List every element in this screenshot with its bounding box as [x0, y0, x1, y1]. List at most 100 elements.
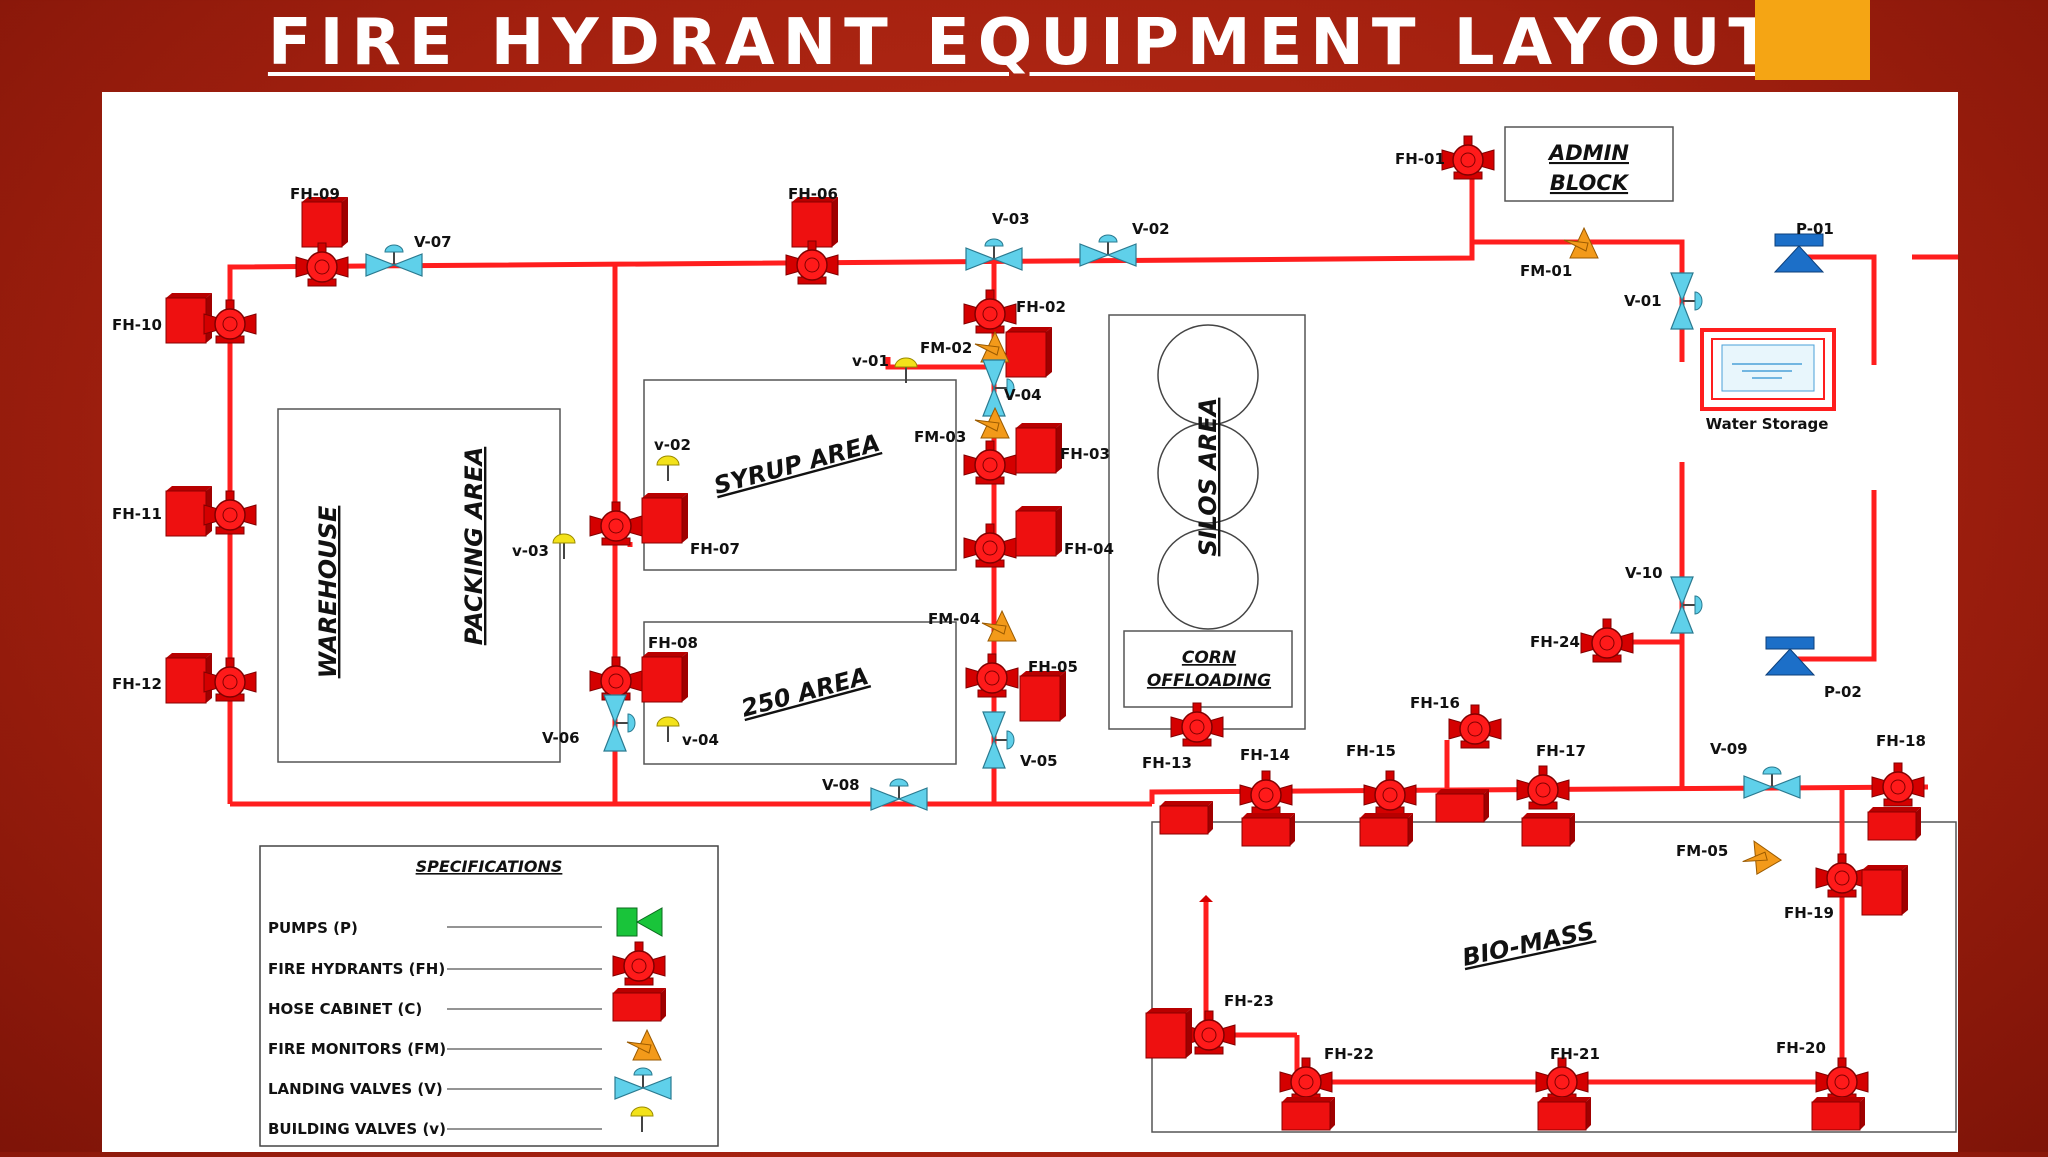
hydrant-fh05 — [965, 653, 1019, 698]
building-valve-v03 — [552, 533, 576, 560]
hydrant-fh04 — [963, 523, 1017, 568]
landing-valve-v09 — [1743, 766, 1801, 799]
landing-valve-v06 — [603, 694, 636, 752]
corn-offloading-label-2: OFFLOADING — [1147, 671, 1271, 691]
biomass-pipe-end — [1199, 895, 1213, 902]
label-v01: V-01 — [1624, 292, 1662, 310]
hose-cabinet-fh19 — [1861, 864, 1909, 916]
label-fh18: FH-18 — [1876, 732, 1926, 750]
label-fh02: FH-02 — [1016, 298, 1066, 316]
hydrant-fh20 — [1815, 1057, 1869, 1102]
label-v08: V-08 — [822, 776, 860, 794]
label-bv04: v-04 — [682, 731, 719, 749]
hose-cabinet-fh09 — [301, 196, 349, 248]
label-v05: V-05 — [1020, 752, 1058, 770]
equipment-labels: FH-01 FH-02 FH-03 FH-04 FH-05 FH-06 FH-0… — [112, 150, 1926, 1063]
label-v02: V-02 — [1132, 220, 1170, 238]
warehouse-label: WAREHOUSE — [314, 505, 342, 678]
label-fh13: FH-13 — [1142, 754, 1192, 772]
label-fh06: FH-06 — [788, 185, 838, 203]
hose-cabinet-fh05 — [1019, 670, 1067, 722]
label-fh15: FH-15 — [1346, 742, 1396, 760]
hydrant-fh03 — [963, 440, 1017, 485]
hose-cabinet-fh18 — [1867, 806, 1922, 841]
hose-cabinet-fh16 — [1435, 788, 1490, 823]
fire-monitor-fm04 — [981, 610, 1017, 642]
corn-offloading-outline — [1123, 630, 1293, 708]
spec-building-valves-label: BUILDING VALVES (v) — [268, 1120, 446, 1138]
fire-monitor-fm05 — [1736, 833, 1782, 878]
label-fh01: FH-01 — [1395, 150, 1445, 168]
diagram-panel: WAREHOUSE PACKING AREA SYRUP AREA 250 AR… — [102, 92, 1962, 1152]
spec-monitors-label: FIRE MONITORS (FM) — [268, 1040, 446, 1058]
corn-offloading-label-1: CORN — [1182, 648, 1236, 668]
specifications-legend: SPECIFICATIONS PUMPS (P) FIRE HYDRANTS (… — [259, 845, 719, 1147]
label-fm04: FM-04 — [928, 610, 980, 628]
hose-cabinet-fh22 — [1281, 1096, 1336, 1131]
label-fh03: FH-03 — [1060, 445, 1110, 463]
hose-cabinet-fh20 — [1811, 1096, 1866, 1131]
label-v03: V-03 — [992, 210, 1030, 228]
label-fm02: FM-02 — [920, 339, 972, 357]
hose-cabinet-fh21 — [1537, 1096, 1592, 1131]
syrup-area-label: SYRUP AREA — [711, 429, 883, 500]
syrup-area-outline — [643, 379, 957, 571]
label-v06: V-06 — [542, 729, 580, 747]
warehouse-outline — [277, 408, 561, 763]
corner-accent — [1755, 0, 1870, 80]
label-v04: V-04 — [1004, 386, 1042, 404]
label-fh21: FH-21 — [1550, 1045, 1600, 1063]
landing-valve-v01 — [1670, 272, 1703, 330]
water-storage-tank — [1700, 328, 1836, 411]
label-p01: P-01 — [1796, 220, 1834, 238]
silos-area-label: SILOS AREA — [1194, 398, 1222, 557]
label-fh16: FH-16 — [1410, 694, 1460, 712]
label-fh05: FH-05 — [1028, 658, 1078, 676]
hose-cabinet-fh02 — [1005, 326, 1053, 378]
label-v10: V-10 — [1625, 564, 1663, 582]
label-fh09: FH-09 — [290, 185, 340, 203]
building-valve-v02 — [656, 455, 680, 482]
spec-cabinet-label: HOSE CABINET (C) — [268, 1000, 422, 1018]
specifications-title: SPECIFICATIONS — [416, 857, 563, 876]
label-fh14: FH-14 — [1240, 746, 1290, 764]
label-fh04: FH-04 — [1064, 540, 1114, 558]
hose-cabinet-fh13 — [1159, 800, 1214, 835]
hydrant-fh07 — [589, 501, 643, 546]
label-fh11: FH-11 — [112, 505, 162, 523]
hydrant-fh08 — [589, 656, 643, 701]
hydrant-fh02 — [963, 289, 1017, 334]
hydrant-fh21 — [1535, 1057, 1589, 1102]
legend-cabinet-icon — [612, 987, 667, 1022]
label-fm03: FM-03 — [914, 428, 966, 446]
hose-cabinet-fh08 — [641, 651, 689, 703]
hydrant-fh09 — [295, 242, 349, 287]
label-bv01: v-01 — [852, 352, 889, 370]
label-p02: P-02 — [1824, 683, 1862, 701]
hydrant-fh22 — [1279, 1057, 1333, 1102]
hose-cabinet-fh14 — [1241, 812, 1296, 847]
hose-cabinet-fh15 — [1359, 812, 1414, 847]
layout-diagram: WAREHOUSE PACKING AREA SYRUP AREA 250 AR… — [112, 126, 1962, 1147]
hose-cabinet-fh23 — [1145, 1007, 1193, 1059]
landing-valve-v10 — [1670, 576, 1703, 634]
hose-cabinet-fh17 — [1521, 812, 1576, 847]
hydrant-fh01 — [1441, 135, 1495, 180]
label-fh22: FH-22 — [1324, 1045, 1374, 1063]
spec-landing-valves-label: LANDING VALVES (V) — [268, 1080, 443, 1098]
label-bv03: v-03 — [512, 542, 549, 560]
hose-cabinet-fh07 — [641, 492, 689, 544]
hose-cabinet-fh03 — [1015, 422, 1063, 474]
hose-cabinet-fh04 — [1015, 505, 1063, 557]
pump-p02 — [1765, 636, 1815, 676]
hydrant-fh13 — [1170, 702, 1224, 747]
label-fh23: FH-23 — [1224, 992, 1274, 1010]
packing-area-label: PACKING AREA — [460, 447, 488, 646]
hydrant-fh14 — [1239, 770, 1293, 815]
area-250-label: 250 AREA — [738, 662, 871, 723]
admin-block-label-2: BLOCK — [1550, 171, 1630, 195]
spec-pumps-label: PUMPS (P) — [268, 919, 358, 937]
landing-valve-v05 — [982, 711, 1015, 769]
label-fm01: FM-01 — [1520, 262, 1572, 280]
spec-hydrants-label: FIRE HYDRANTS (FH) — [268, 960, 445, 978]
